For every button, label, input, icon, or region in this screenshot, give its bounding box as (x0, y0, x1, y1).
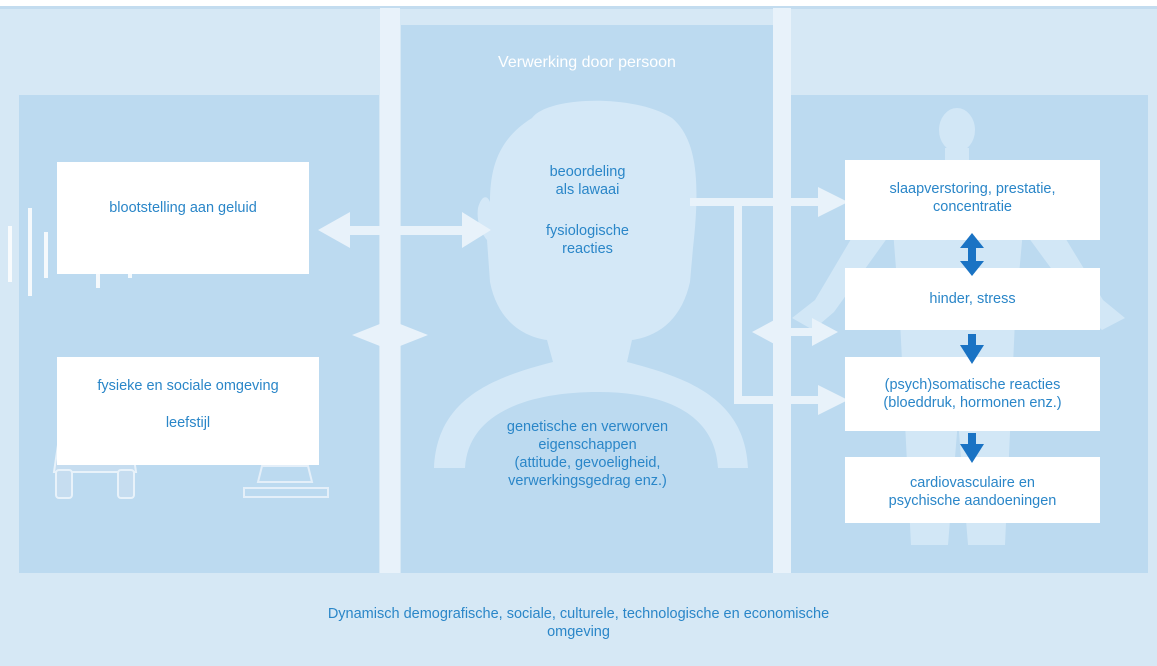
footer-line-1: Dynamisch demografische, sociale, cultur… (327, 606, 830, 622)
physiological-line-1: fysiologische (545, 223, 629, 239)
top-border (0, 6, 1157, 9)
traits-label: genetische en verworven eigenschappen (a… (455, 418, 720, 490)
traits-line-2: eigenschappen (538, 437, 637, 453)
assessment-label: beoordeling als lawaai (480, 163, 695, 199)
effect-box-4 (845, 457, 1100, 523)
footer-line-2: omgeving (547, 624, 610, 640)
arrow-box3-box4 (960, 433, 984, 463)
branch-connectors (690, 187, 848, 415)
traits-line-4: verwerkingsgedrag enz.) (508, 473, 667, 489)
assessment-line-2: als lawaai (555, 182, 620, 198)
environment-label: fysieke en sociale omgeving (97, 378, 279, 394)
head-silhouette (434, 100, 748, 468)
exposure-box (57, 162, 309, 274)
effect-box-1 (845, 160, 1100, 240)
arrow-box2-box3 (960, 334, 984, 364)
lifestyle-label: leefstijl (165, 415, 211, 431)
effect-box-2 (845, 268, 1100, 330)
effect-box-1-label: slaapverstoring, prestatie, concentratie (845, 180, 1100, 216)
footer-label: Dynamisch demografische, sociale, cultur… (150, 605, 1007, 641)
effect-box-3-line-1: (psych)somatische reacties (884, 377, 1061, 393)
effect-box-1-line-1: slaapverstoring, prestatie, (889, 181, 1056, 197)
effect-box-4-line-1: cardiovasculaire en (910, 475, 1035, 491)
center-title: Verwerking door persoon (498, 54, 676, 71)
effect-box-3-line-2: (bloeddruk, hormonen enz.) (883, 395, 1062, 411)
double-arrow-box1-box2 (960, 233, 984, 276)
effect-box-4-label: cardiovasculaire en psychische aandoenin… (845, 474, 1100, 510)
body-silhouette (792, 108, 1125, 545)
environment-box (57, 357, 319, 465)
effect-box-1-line-2: concentratie (933, 199, 1012, 215)
right-divider (773, 8, 791, 573)
double-arrow-left-divider (352, 8, 428, 573)
traits-line-3: (attitude, gevoeligheid, (514, 455, 661, 471)
effect-box-2-label: hinder, stress (929, 291, 1016, 307)
traits-line-1: genetische en verworven (506, 419, 669, 435)
effect-box-3 (845, 357, 1100, 431)
exposure-label: blootstelling aan geluid (109, 200, 257, 216)
effect-box-4-line-2: psychische aandoeningen (888, 493, 1057, 509)
assessment-line-1: beoordeling (549, 164, 626, 180)
physiological-line-2: reacties (562, 241, 613, 257)
physiological-label: fysiologische reacties (480, 222, 695, 258)
double-arrow-exposure-head (318, 212, 491, 248)
effect-box-3-label: (psych)somatische reacties (bloeddruk, h… (845, 376, 1100, 412)
